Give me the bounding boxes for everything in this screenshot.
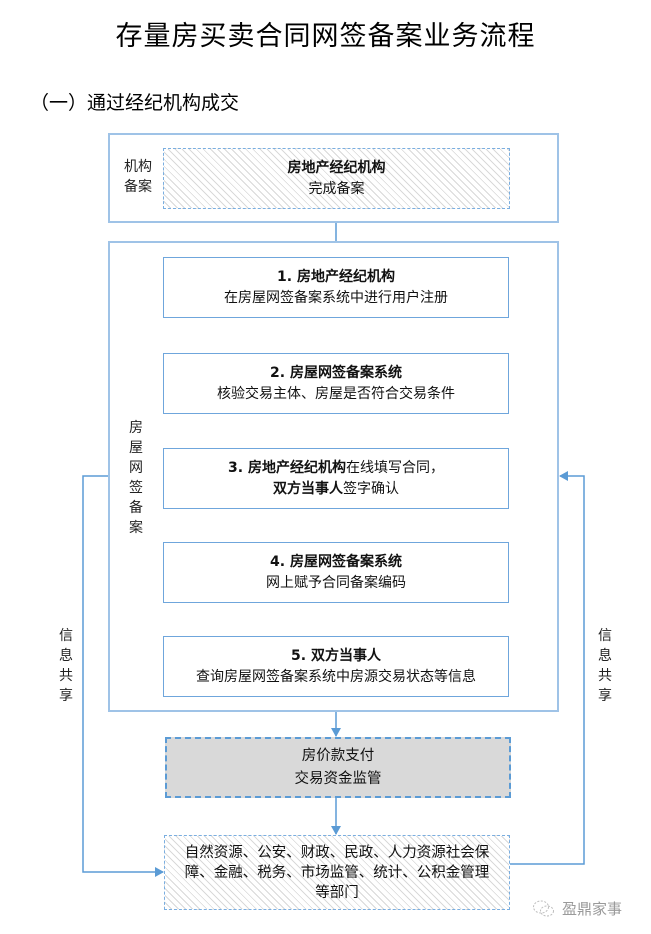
- page-title: 存量房买卖合同网签备案业务流程: [115, 21, 536, 52]
- payment-line2: 交易资金监管: [294, 770, 382, 787]
- online-signing-label-char: 案: [129, 520, 143, 536]
- step-3-text-bold: 双方当事人: [273, 480, 343, 497]
- step-2-box: 2. 房屋网签备案系统 核验交易主体、房屋是否符合交易条件: [163, 353, 509, 414]
- online-signing-label-char: 备: [129, 500, 143, 516]
- departments-line2: 障、金融、税务、市场监管、统计、公积金管理: [184, 864, 490, 881]
- step-3-number: 3.: [228, 459, 248, 476]
- step-2-number: 2.: [270, 364, 290, 381]
- departments-box: 自然资源、公安、财政、民政、人力资源社会保 障、金融、税务、市场监管、统计、公积…: [164, 835, 510, 910]
- online-signing-label-char: 屋: [129, 440, 143, 456]
- watermark: 盈鼎家事: [532, 898, 622, 919]
- step-1-text: 在房屋网签备案系统中进行用户注册: [224, 289, 448, 306]
- step-3-title-suffix: 在线填写合同，: [345, 459, 444, 476]
- agency-filing-box: 房地产经纪机构 完成备案: [163, 148, 510, 209]
- step-2-title: 房屋网签备案系统: [289, 364, 402, 381]
- agency-filing-label: 机构 备案: [124, 157, 152, 197]
- agency-filing-box-text: 完成备案: [308, 180, 365, 197]
- step-5-box: 5. 双方当事人 查询房屋网签备案系统中房源交易状态等信息: [163, 636, 509, 697]
- departments-line3: 等部门: [315, 884, 359, 901]
- online-signing-label-char: 房: [129, 420, 143, 436]
- agency-filing-label-line2: 备案: [124, 179, 152, 195]
- right-label-char: 息: [598, 648, 612, 664]
- left-label-char: 信: [59, 628, 73, 644]
- arrow-left-info-sharing: [82, 475, 164, 877]
- payment-supervision-box: 房价款支付 交易资金监管: [165, 737, 511, 798]
- step-5-title: 双方当事人: [310, 647, 381, 664]
- left-label-char: 共: [59, 668, 73, 684]
- step-4-box: 4. 房屋网签备案系统 网上赋予合同备案编码: [163, 542, 509, 603]
- step-3-title: 房地产经纪机构: [247, 459, 346, 476]
- right-label-char: 信: [598, 628, 612, 644]
- step-3-box: 3. 房地产经纪机构在线填写合同， 双方当事人签字确认: [163, 448, 509, 509]
- agency-filing-box-title: 房地产经纪机构: [287, 159, 386, 176]
- wechat-icon: [533, 900, 554, 916]
- step-1-number: 1.: [277, 268, 297, 285]
- online-signing-label-char: 签: [129, 480, 143, 496]
- right-label-char: 共: [598, 668, 612, 684]
- step-4-title: 房屋网签备案系统: [289, 553, 402, 570]
- step-5-number: 5.: [291, 647, 311, 664]
- left-label-char: 享: [59, 688, 73, 704]
- step-5-text: 查询房屋网签备案系统中房源交易状态等信息: [196, 668, 476, 685]
- right-info-sharing-label: 信 息 共 享: [597, 626, 613, 706]
- arrow-right-info-sharing: [509, 471, 585, 865]
- step-4-text: 网上赋予合同备案编码: [266, 574, 406, 591]
- left-info-sharing-label: 信 息 共 享: [58, 626, 74, 706]
- agency-filing-label-line1: 机构: [124, 159, 152, 175]
- step-1-box: 1. 房地产经纪机构 在房屋网签备案系统中进行用户注册: [163, 257, 509, 318]
- watermark-text: 盈鼎家事: [562, 900, 623, 918]
- right-label-char: 享: [598, 688, 612, 704]
- payment-line1: 房价款支付: [301, 747, 375, 764]
- left-label-char: 息: [59, 648, 73, 664]
- step-2-text: 核验交易主体、房屋是否符合交易条件: [217, 385, 455, 402]
- step-3-text: 签字确认: [343, 480, 399, 497]
- departments-line1: 自然资源、公安、财政、民政、人力资源社会保: [184, 844, 490, 861]
- step-4-number: 4.: [270, 553, 290, 570]
- online-signing-label-char: 网: [129, 460, 143, 476]
- step-1-title: 房地产经纪机构: [296, 268, 395, 285]
- section-subtitle: （一）通过经纪机构成交: [30, 92, 240, 114]
- online-signing-label: 房 屋 网 签 备 案: [128, 418, 144, 538]
